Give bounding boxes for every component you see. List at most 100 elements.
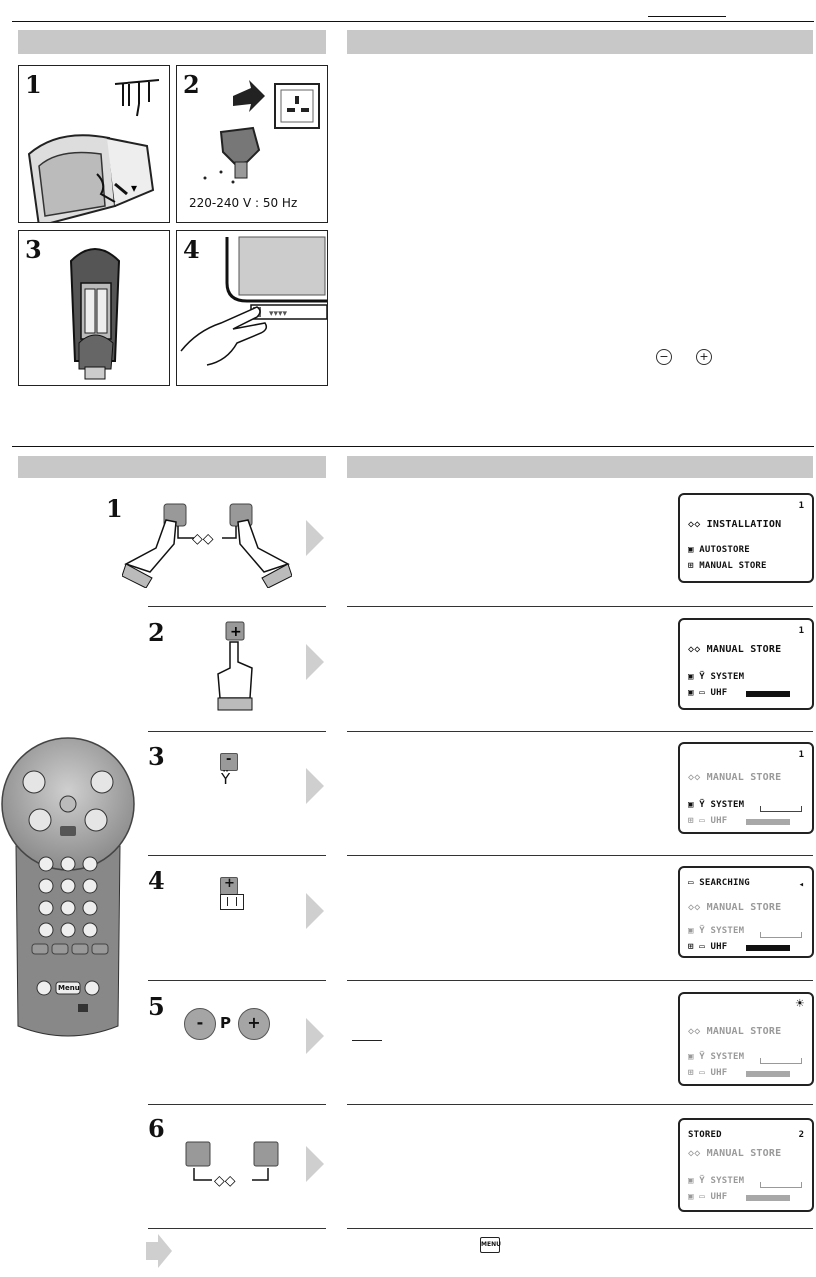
osd-title: ◇◇ MANUAL STORE bbox=[688, 772, 782, 783]
two-keys-release-icon: ◇◇ bbox=[185, 1141, 279, 1188]
step-separator bbox=[148, 606, 326, 607]
osd-title: ◇◇ MANUAL STORE bbox=[688, 1026, 782, 1037]
finger-press-plus-icon: + bbox=[217, 621, 253, 711]
program-minus-key: - bbox=[184, 1008, 216, 1040]
step-number: 6 bbox=[148, 1114, 165, 1143]
installation-panel-2: 2 220-240 V : 50 Hz bbox=[176, 65, 328, 223]
osd-progress-bar bbox=[746, 945, 790, 951]
step-separator bbox=[148, 980, 326, 981]
svg-text:▾: ▾ bbox=[131, 181, 137, 195]
osd-title: ◇◇ MANUAL STORE bbox=[688, 644, 782, 655]
osd-progress-bar bbox=[746, 819, 790, 825]
osd-corner: ◂ bbox=[798, 880, 804, 890]
voltage-caption: 220-240 V : 50 Hz bbox=[189, 196, 298, 210]
svg-text:+: + bbox=[230, 624, 242, 640]
osd-line: ▣ ▭ UHF bbox=[688, 1192, 728, 1202]
mains-plug-icon bbox=[203, 80, 320, 184]
tv-antenna-connection-icon: ▾ bbox=[27, 79, 160, 222]
section-divider bbox=[12, 446, 814, 447]
osd-screen: 1 ◇◇ MANUAL STORE ▣ Ÿ SYSTEM ▣ ▭ UHF bbox=[678, 618, 814, 710]
svg-text:◇◇: ◇◇ bbox=[214, 1173, 236, 1188]
tip-arrow-icon bbox=[146, 1234, 172, 1268]
section-header-right-2 bbox=[347, 456, 813, 478]
panel-number: 2 bbox=[183, 70, 200, 99]
top-rule bbox=[12, 21, 814, 22]
osd-progress-bar bbox=[746, 1071, 790, 1077]
step-arrow bbox=[306, 644, 324, 680]
step-arrow bbox=[306, 768, 324, 804]
step-number: 3 bbox=[148, 742, 165, 771]
remote-menu-label: Menu bbox=[58, 984, 80, 992]
step-separator bbox=[148, 1228, 326, 1229]
section-header-left bbox=[18, 30, 326, 54]
step-separator bbox=[148, 1104, 326, 1105]
osd-line: ▣ AUTOSTORE bbox=[688, 545, 750, 555]
osd-corner: 1 bbox=[798, 626, 804, 636]
step-separator bbox=[148, 855, 326, 856]
panel-number: 3 bbox=[25, 235, 42, 264]
panel-number: 1 bbox=[25, 70, 42, 99]
plus-key: + bbox=[220, 876, 238, 895]
step-number: 5 bbox=[148, 992, 165, 1021]
osd-line: ▣ ▭ UHF bbox=[688, 688, 728, 698]
osd-screen: 1 ◇◇ MANUAL STORE ▣ Ÿ SYSTEM ⊞ ▭ UHF bbox=[678, 742, 814, 834]
step-separator bbox=[347, 1228, 813, 1229]
osd-line: ⊞ MANUAL STORE bbox=[688, 561, 767, 571]
step-separator bbox=[347, 606, 813, 607]
osd-line: ▣ Ÿ SYSTEM bbox=[688, 926, 745, 936]
step-number: 2 bbox=[148, 618, 165, 647]
step-number: 4 bbox=[148, 866, 165, 895]
osd-screen: 1 ◇◇ INSTALLATION ▣ AUTOSTORE ⊞ MANUAL S… bbox=[678, 493, 814, 583]
osd-corner: ☀ bbox=[795, 996, 804, 1012]
search-band-icon bbox=[220, 894, 244, 910]
osd-screen: ☀ ◇◇ MANUAL STORE ▣ Ÿ SYSTEM ⊞ ▭ UHF bbox=[678, 992, 814, 1086]
step-separator bbox=[347, 855, 813, 856]
step-arrow bbox=[306, 520, 324, 556]
svg-text:▾▾▾▾: ▾▾▾▾ bbox=[269, 309, 288, 319]
installation-panel-3: 3 bbox=[18, 230, 170, 386]
svg-text:◇◇: ◇◇ bbox=[192, 531, 214, 547]
step-separator bbox=[347, 1104, 813, 1105]
step-separator bbox=[347, 980, 813, 981]
top-short-rule bbox=[648, 16, 726, 17]
step-separator bbox=[148, 731, 326, 732]
menu-key-icon: MENU bbox=[480, 1237, 501, 1253]
minus-key: - bbox=[220, 752, 238, 771]
osd-corner: 1 bbox=[798, 501, 804, 511]
minus-symbol: − bbox=[656, 349, 672, 365]
osd-corner: 1 bbox=[798, 750, 804, 760]
osd-progress-bar bbox=[746, 691, 790, 697]
panel-number: 4 bbox=[183, 235, 200, 264]
osd-line: ⊞ ▭ UHF bbox=[688, 816, 728, 826]
step-arrow bbox=[306, 1146, 324, 1182]
osd-progress-bar bbox=[746, 1195, 790, 1201]
osd-line: ⊞ ▭ UHF bbox=[688, 1068, 728, 1078]
osd-system-bracket bbox=[760, 806, 802, 812]
osd-line: ▣ Ÿ SYSTEM bbox=[688, 672, 745, 682]
remote-battery-compartment-icon bbox=[69, 248, 121, 380]
antenna-icon: Ÿ bbox=[221, 770, 231, 788]
two-hands-press-keys-icon: ◇◇ bbox=[122, 503, 292, 588]
osd-line: ▣ Ÿ SYSTEM bbox=[688, 1176, 745, 1186]
underline-mark bbox=[352, 1040, 382, 1041]
plus-symbol: + bbox=[696, 349, 712, 365]
step-separator bbox=[347, 731, 813, 732]
remote-control-icon bbox=[1, 737, 135, 1037]
osd-system-bracket bbox=[760, 1058, 802, 1064]
osd-title: ◇◇ MANUAL STORE bbox=[688, 902, 782, 913]
osd-line: ⊞ ▭ UHF bbox=[688, 942, 728, 952]
osd-system-bracket bbox=[760, 932, 802, 938]
power-button-press-icon: ▾▾▾▾ bbox=[180, 236, 327, 366]
program-label: P bbox=[220, 1014, 231, 1032]
section-header-left-2 bbox=[18, 456, 326, 478]
osd-line: ▣ Ÿ SYSTEM bbox=[688, 800, 745, 810]
step-arrow bbox=[306, 1018, 324, 1054]
osd-screen: STORED 2 ◇◇ MANUAL STORE ▣ Ÿ SYSTEM ▣ ▭ … bbox=[678, 1118, 814, 1212]
osd-title: ◇◇ INSTALLATION bbox=[688, 519, 782, 530]
section-header-right bbox=[347, 30, 813, 54]
osd-header: ▭ SEARCHING bbox=[688, 878, 750, 888]
osd-system-bracket bbox=[760, 1182, 802, 1188]
osd-line: ▣ Ÿ SYSTEM bbox=[688, 1052, 745, 1062]
installation-panel-1: 1 ▾ bbox=[18, 65, 170, 223]
osd-header: STORED bbox=[688, 1130, 722, 1140]
